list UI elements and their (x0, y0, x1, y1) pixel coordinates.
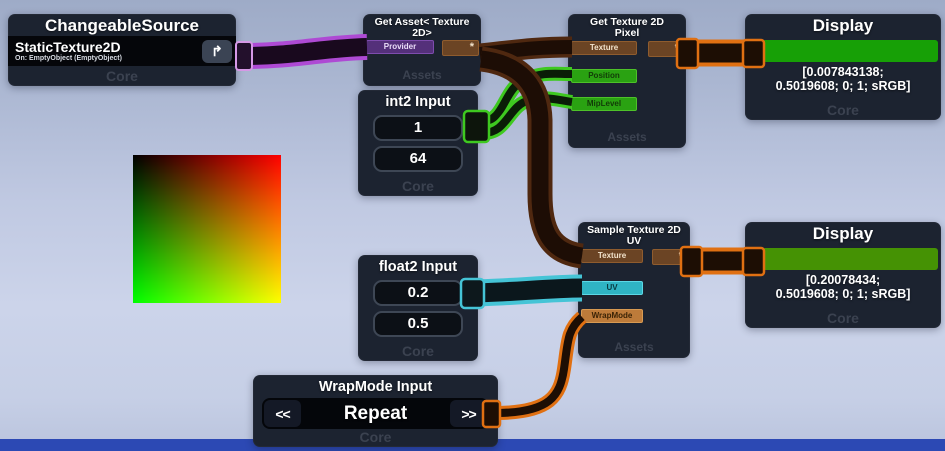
category-label: Core (827, 102, 859, 118)
node-get-asset-texture2d[interactable]: Get Asset< Texture 2D> Provider * Assets (363, 14, 481, 86)
node-title: Display (812, 16, 874, 35)
output-pin-color[interactable]: * (652, 249, 688, 265)
int2-x-field[interactable]: 1 (373, 115, 463, 141)
node-title: float2 Input (378, 259, 458, 275)
node-sample-texture-2d-uv[interactable]: Sample Texture 2D UV Texture * UV WrapMo… (578, 222, 690, 358)
node-title: Sample Texture 2D UV (578, 225, 690, 247)
output-pin-color[interactable]: * (648, 41, 684, 57)
display-value-line2: 0.5019608; 0; 1; sRGB] (775, 79, 911, 93)
category-label: Core (359, 429, 392, 445)
node-get-texture-2d-pixel[interactable]: Get Texture 2D Pixel Texture * Position … (568, 14, 686, 148)
reference-row: StaticTexture2D On: EmptyObject (EmptyOb… (8, 36, 236, 66)
category-label: Assets (402, 68, 442, 82)
reference-type: StaticTexture2D (15, 38, 121, 55)
wrapmode-value[interactable]: Repeat (343, 402, 408, 424)
reference-info: StaticTexture2D On: EmptyObject (EmptyOb… (12, 38, 122, 63)
uv-gradient-texture (133, 155, 281, 303)
node-title-line1: Get Asset< Texture (374, 16, 470, 28)
display-value: [0.007843138; 0.5019608; 0; 1; sRGB] (745, 65, 941, 93)
node-title: WrapMode Input (318, 379, 433, 395)
category-label: Assets (614, 340, 654, 354)
node-title: Get Asset< Texture 2D> (363, 17, 481, 39)
input-pin-position[interactable]: Position (571, 69, 637, 83)
node-title-line2: Pixel (614, 27, 640, 39)
display-value-line2: 0.5019608; 0; 1; sRGB] (775, 287, 911, 301)
input-pin-wrapmode[interactable]: WrapMode (581, 309, 643, 323)
output-connector-reference[interactable] (235, 41, 253, 71)
category-label: Assets (607, 130, 647, 144)
display-value-line1: [0.20078434; (805, 273, 881, 287)
input-pin-texture[interactable]: Texture (571, 41, 637, 55)
enum-selector-row: << Repeat >> (262, 398, 489, 429)
input-pin-uv[interactable]: UV (581, 281, 643, 295)
node-title-line1: Sample Texture 2D (587, 224, 681, 236)
node-display-pixel[interactable]: Display [0.007843138; 0.5019608; 0; 1; s… (745, 14, 941, 120)
input-pin-provider[interactable]: Provider (366, 40, 434, 54)
node-float2-input[interactable]: float2 Input 0.2 0.5 Core (358, 255, 478, 361)
next-value-button[interactable]: >> (450, 400, 487, 427)
display-value-line1: [0.007843138; (802, 65, 884, 79)
wire-int2-miplevel[interactable] (482, 91, 574, 140)
float2-y-field[interactable]: 0.5 (373, 311, 463, 337)
node-title: int2 Input (385, 94, 451, 110)
node-title-line2: 2D> (412, 27, 432, 39)
node-title: Display (812, 224, 874, 243)
grab-reference-button[interactable]: ↱ (202, 39, 232, 63)
int2-y-field[interactable]: 64 (373, 146, 463, 172)
node-int2-input[interactable]: int2 Input 1 64 Core (358, 90, 478, 196)
category-label: Core (402, 178, 434, 194)
wire-asset-to-pixel[interactable] (478, 36, 573, 65)
node-changeable-source[interactable]: ChangeableSource StaticTexture2D On: Emp… (8, 14, 236, 86)
wire-int2-position[interactable] (481, 66, 573, 128)
color-preview-bar (762, 40, 938, 62)
node-title-line1: Get Texture 2D (590, 16, 664, 28)
node-title: Get Texture 2D Pixel (568, 17, 686, 39)
reference-target: On: EmptyObject (EmptyObject) (15, 54, 122, 62)
float2-x-field[interactable]: 0.2 (373, 280, 463, 306)
category-label: Core (402, 343, 434, 359)
display-value: [0.20078434; 0.5019608; 0; 1; sRGB] (745, 273, 941, 301)
node-title: ChangeableSource (45, 16, 199, 35)
wire-asset-to-sample[interactable] (479, 46, 585, 269)
output-pin-asset[interactable]: * (442, 40, 479, 56)
prev-value-button[interactable]: << (264, 400, 301, 427)
wire-float2-uv[interactable] (459, 274, 583, 310)
input-pin-texture[interactable]: Texture (581, 249, 643, 263)
arrow-bend-up-icon: ↱ (211, 42, 223, 59)
category-label: Core (827, 310, 859, 326)
input-pin-miplevel[interactable]: MipLevel (571, 97, 637, 111)
node-display-sample[interactable]: Display [0.20078434; 0.5019608; 0; 1; sR… (745, 222, 941, 328)
category-label: Core (106, 68, 138, 84)
node-wrapmode-input[interactable]: WrapMode Input << Repeat >> Core (253, 375, 498, 447)
node-title-line2: UV (626, 235, 642, 247)
color-preview-bar (762, 248, 938, 270)
wire-reference[interactable] (235, 34, 368, 71)
